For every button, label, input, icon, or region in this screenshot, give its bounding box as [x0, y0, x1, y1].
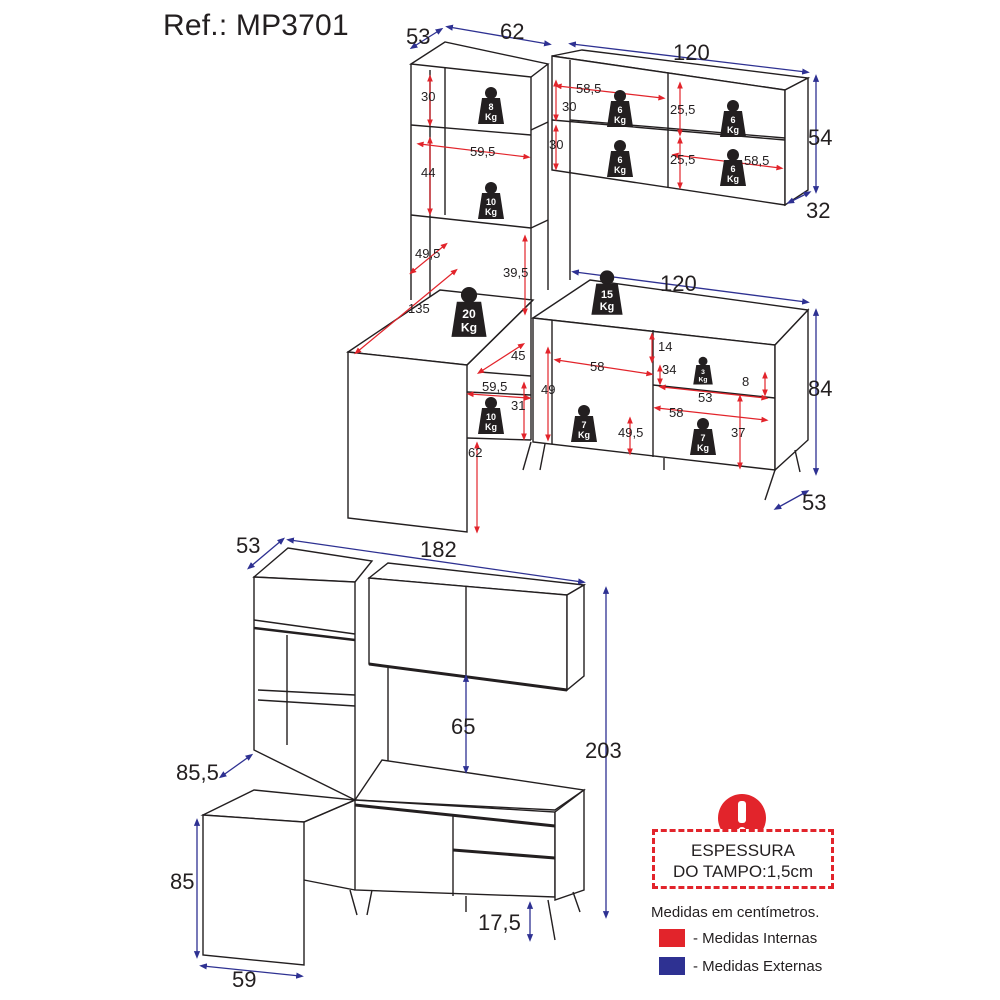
- dim-label: 85: [170, 869, 194, 894]
- dim-label: 59,5: [482, 379, 507, 394]
- internal-swatch: [659, 929, 685, 947]
- dim-label: 59,5: [470, 144, 495, 159]
- dim-label: 54: [808, 125, 832, 150]
- dim-label: 17,5: [478, 910, 521, 935]
- external-swatch: [659, 957, 685, 975]
- reference-code: Ref.: MP3701: [163, 9, 349, 42]
- weight-value: 8: [488, 102, 493, 112]
- dim-label: 84: [808, 376, 832, 401]
- dim-label: 62: [500, 19, 524, 44]
- weight-badge: 8Kg: [478, 87, 504, 124]
- weight-badge: 6Kg: [720, 149, 746, 186]
- weight-value: 6: [617, 155, 622, 165]
- tampo-line-1: ESPESSURA: [691, 841, 795, 860]
- dim-label: 65: [451, 714, 475, 739]
- dim-label: 58,5: [744, 153, 769, 168]
- weight-unit: Kg: [614, 115, 626, 125]
- weight-value: 10: [486, 412, 496, 422]
- weight-badge: 3Kg: [693, 356, 713, 385]
- dim-label: 44: [421, 165, 435, 180]
- bottom-dimension-labels: 53 182 203 65 85,5 85 59 17,5: [170, 533, 622, 992]
- weight-value: 6: [617, 105, 622, 115]
- weight-value: 7: [581, 420, 586, 430]
- legend-internal: - Medidas Internas: [659, 929, 817, 947]
- dim-label: 62: [468, 445, 482, 460]
- units-note: Medidas em centímetros.: [651, 904, 820, 921]
- dim-label: 34: [662, 362, 676, 377]
- bottom-furniture-lines: [200, 547, 587, 966]
- dim-label: 53: [802, 490, 826, 515]
- dim-label: 135: [408, 301, 430, 316]
- weight-badge: 6Kg: [720, 100, 746, 137]
- weight-badge: 6Kg: [607, 90, 633, 127]
- tabletop-thickness-note: ESPESSURA DO TAMPO:1,5cm: [652, 829, 834, 889]
- dim-label: 45: [511, 348, 525, 363]
- weight-value: 6: [730, 164, 735, 174]
- weight-value: 15: [601, 289, 613, 301]
- dim-label: 49,5: [618, 425, 643, 440]
- dim-label: 49: [541, 382, 555, 397]
- dim-label: 58: [590, 359, 604, 374]
- bottom-external-dimension-lines: [193, 537, 610, 979]
- dim-label: 85,5: [176, 760, 219, 785]
- dim-label: 53: [236, 533, 260, 558]
- dim-label: 32: [806, 198, 830, 223]
- top-external-dimension-labels: 53 62 120 54 32 120 84 53: [406, 19, 832, 515]
- weight-unit: Kg: [614, 165, 626, 175]
- dim-label: 58,5: [576, 81, 601, 96]
- weight-value: 3: [701, 369, 705, 376]
- dim-label: 14: [658, 339, 672, 354]
- weight-value: 10: [486, 197, 496, 207]
- weight-unit: Kg: [600, 301, 614, 313]
- dim-label: 58: [669, 405, 683, 420]
- weight-unit: Kg: [578, 430, 590, 440]
- weight-unit: Kg: [485, 112, 497, 122]
- legend-external: - Medidas Externas: [659, 957, 822, 975]
- weight-badge: 7Kg: [690, 418, 716, 455]
- external-label: - Medidas Externas: [693, 957, 823, 975]
- dim-label: 53: [406, 24, 430, 49]
- dim-label: 30: [562, 99, 576, 114]
- dim-label: 37: [731, 425, 745, 440]
- dim-label: 8: [742, 374, 749, 389]
- top-internal-dimension-labels: 30 59,5 44 49,5 39,5 135 45 59,5 31 49 6…: [408, 81, 769, 460]
- dim-label: 31: [511, 398, 525, 413]
- tampo-line-2: DO TAMPO:1,5cm: [672, 862, 814, 881]
- dim-label: 53: [698, 390, 712, 405]
- weight-unit: Kg: [699, 377, 708, 384]
- weight-unit: Kg: [461, 321, 477, 335]
- weight-value: 7: [700, 433, 705, 443]
- dim-label: 203: [585, 738, 622, 763]
- weight-unit: Kg: [485, 207, 497, 217]
- weight-value: 6: [730, 115, 735, 125]
- dim-label: 25,5: [670, 152, 695, 167]
- weight-badge: 7Kg: [571, 405, 597, 442]
- dim-label: 59: [232, 967, 256, 992]
- dim-label: 120: [660, 271, 697, 296]
- weight-unit: Kg: [727, 174, 739, 184]
- dim-label: 182: [420, 537, 457, 562]
- dim-label: 25,5: [670, 102, 695, 117]
- weight-unit: Kg: [485, 422, 497, 432]
- dim-label: 49,5: [415, 246, 440, 261]
- dim-label: 39,5: [503, 265, 528, 280]
- dim-label: 30: [421, 89, 435, 104]
- weight-unit: Kg: [727, 125, 739, 135]
- weight-badge: 6Kg: [607, 140, 633, 177]
- weight-unit: Kg: [697, 443, 709, 453]
- dim-label: 30: [549, 137, 563, 152]
- internal-label: - Medidas Internas: [693, 929, 818, 947]
- top-internal-dimension-lines: [354, 74, 784, 534]
- dim-label: 120: [673, 40, 710, 65]
- weight-value: 20: [462, 307, 476, 321]
